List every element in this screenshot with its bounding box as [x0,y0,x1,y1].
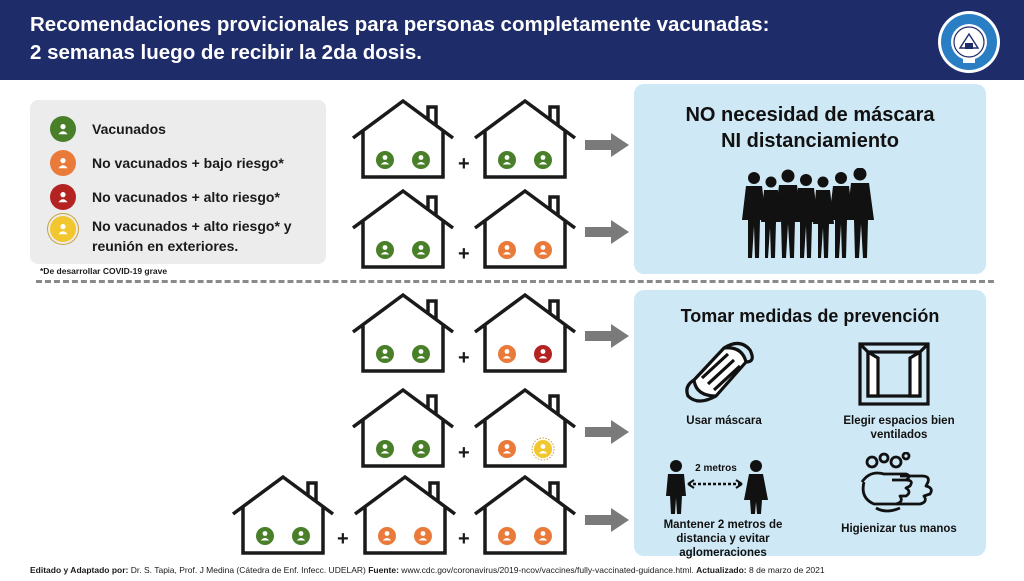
dashed-divider [36,280,994,283]
heading-line-1: NO necesidad de máscara [685,104,935,126]
legend-panel: Vacunados No vacunados + bajo riesgo* No… [30,100,326,264]
window-caption: Elegir espacios bien ventilados [843,415,955,441]
distance-label: 2 metros [695,463,737,474]
group-silhouette-icon [742,168,874,258]
arrow-right-icon [585,420,629,444]
plus-sign: + [458,347,470,369]
plus-sign: + [458,243,470,265]
legend-label: No vacunados + alto riesgo* y reunión en… [92,218,292,254]
title-line-2: 2 semanas luego de recibir la 2da dosis. [30,41,422,64]
house-icon [351,292,455,373]
legend-item-vaccinated: Vacunados [50,116,322,142]
handwash-caption: Higienizar tus manos [841,523,957,535]
footer-source-label: Fuente: [368,565,399,575]
house-icon [231,474,335,555]
prevention-heading: Tomar medidas de prevención [680,306,940,326]
person-icon [50,216,76,242]
footer-credits: Editado y Adaptado por: Dr. S. Tapia, Pr… [30,565,825,575]
house-icon [473,188,577,269]
house-icon [351,387,455,468]
window-icon [858,342,930,406]
person-icon [50,184,76,210]
footer-edited-label: Editado y Adaptado por: [30,565,129,575]
house-icon [473,387,577,468]
house-icon [353,474,457,555]
house-icon [351,188,455,269]
footer-updated-label: Actualizado: [696,565,747,575]
plus-sign: + [458,528,470,550]
legend-label: No vacunados + bajo riesgo* [92,155,284,171]
footer-edited-value: Dr. S. Tapia, Prof. J Medina (Cátedra de… [128,565,369,575]
distance-icon [666,460,768,514]
legend-item-unvaccinated-low-risk: No vacunados + bajo riesgo* [50,150,322,176]
person-icon [50,116,76,142]
plus-sign: + [458,153,470,175]
person-icon [50,150,76,176]
no-mask-panel: NO necesidad de máscara NI distanciamien… [634,84,986,274]
person-green [412,151,430,169]
no-mask-heading: NO necesidad de máscara NI distanciamien… [634,102,986,154]
legend-item-unvaccinated-high-risk: No vacunados + alto riesgo* [50,184,322,210]
arrow-right-icon [585,220,629,244]
page-title: Recomendaciones provicionales para perso… [30,11,930,67]
mask-caption: Usar máscara [686,415,762,427]
house-icon [473,98,577,179]
header-banner: Recomendaciones provicionales para perso… [0,0,1024,80]
handwash-icon [860,452,933,513]
legend-footnote: *De desarrollar COVID-19 grave [40,266,168,276]
legend-label: No vacunados + alto riesgo* [92,189,280,205]
plus-sign: + [458,442,470,464]
house-icon [473,292,577,373]
footer-updated-value: 8 de marzo de 2021 [746,565,825,575]
footer-source-value: www.cdc.gov/coronavirus/2019-ncov/vaccin… [398,565,697,575]
university-seal-logo [938,11,1000,73]
arrow-right-icon [585,508,629,532]
arrow-right-icon [585,324,629,348]
prevention-panel: Tomar medidas de prevención Usar máscara… [634,290,986,559]
mask-icon [685,341,754,403]
legend-label: Vacunados [92,121,166,137]
heading-line-2: NI distanciamiento [721,130,899,152]
distance-caption: Mantener 2 metros de distancia y evitar … [663,519,783,559]
house-icon [473,474,577,555]
house-icon [351,98,455,179]
person-green [376,151,394,169]
title-line-1: Recomendaciones provicionales para perso… [30,13,770,36]
plus-sign: + [337,528,349,550]
legend-item-high-risk-outdoors: No vacunados + alto riesgo* y reunión en… [50,216,322,256]
arrow-right-icon [585,133,629,157]
